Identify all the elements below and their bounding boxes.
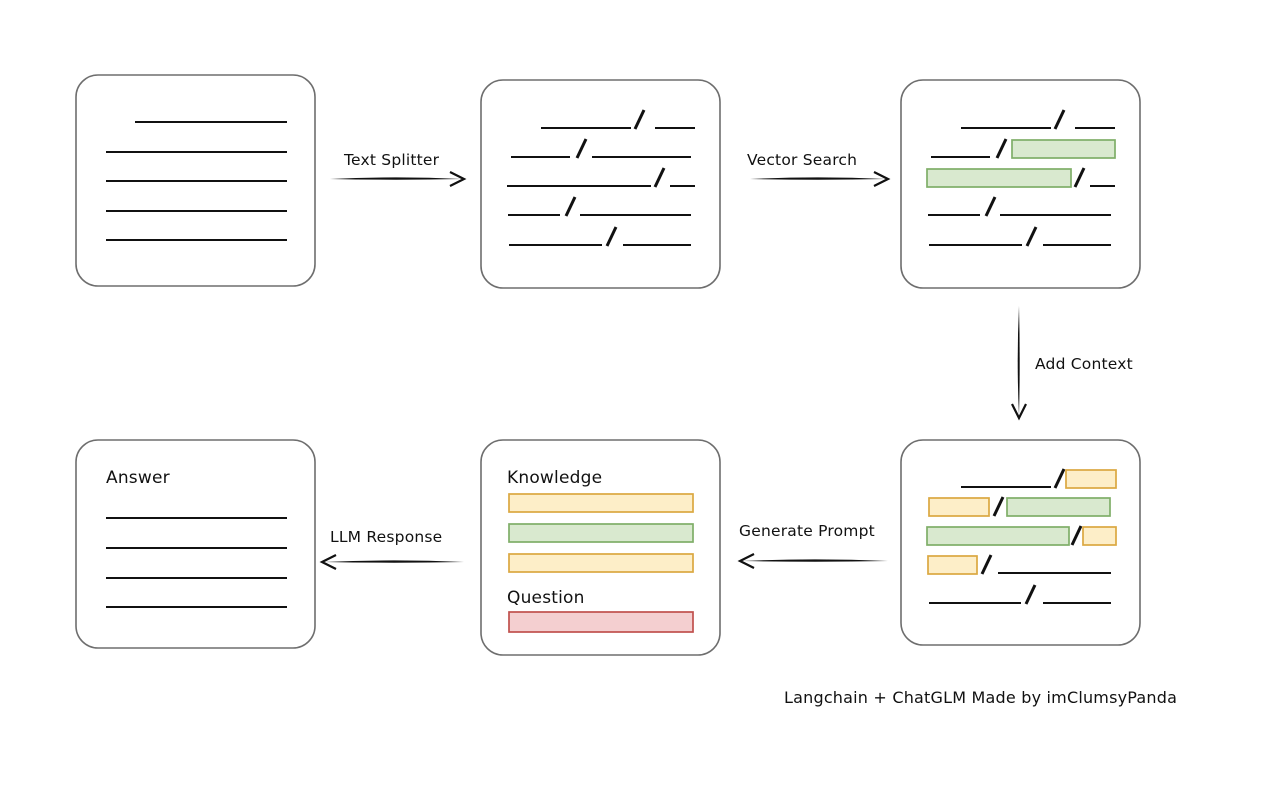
- row-split-chunks-2: [507, 167, 695, 188]
- chunk-highlight-green[interactable]: [926, 526, 1070, 546]
- prompt-bar-red-3[interactable]: [508, 611, 694, 633]
- slash-separator: [1053, 109, 1066, 130]
- chunk-highlight-green[interactable]: [926, 168, 1072, 188]
- credit-text: Langchain + ChatGLM Made by imClumsyPand…: [784, 688, 1177, 707]
- row-context-chunks-3: [927, 554, 1111, 575]
- edge-arrowhead: [319, 554, 337, 570]
- node-heading-answer-0: Answer: [106, 468, 170, 488]
- slash-separator: [653, 167, 666, 188]
- row-context-chunks-4: [929, 584, 1111, 605]
- slash-separator: [1025, 226, 1038, 247]
- slash-separator: [1073, 167, 1086, 188]
- node-box-answer[interactable]: [75, 439, 316, 649]
- chunk-highlight-yellow[interactable]: [927, 555, 978, 575]
- chunk-highlight-green[interactable]: [1011, 139, 1116, 159]
- edge-arrowhead: [1011, 403, 1027, 421]
- chunk-highlight-yellow[interactable]: [1065, 469, 1117, 489]
- row-retrieved-chunks-2: [926, 167, 1115, 188]
- node-heading-prompt-0: Knowledge: [507, 468, 602, 488]
- row-retrieved-chunks-3: [928, 196, 1111, 217]
- edge-label-llm-response: LLM Response: [330, 528, 442, 546]
- slash-separator: [633, 109, 646, 130]
- row-retrieved-chunks-4: [929, 226, 1111, 247]
- edge-line: [324, 560, 464, 563]
- edge-label-text-splitter: Text Splitter: [343, 151, 440, 169]
- node-retrieved-chunks: [900, 79, 1141, 289]
- edge-arrowhead: [873, 171, 891, 187]
- chunk-highlight-yellow[interactable]: [1082, 526, 1117, 546]
- edge-llm-response: LLM Response: [319, 528, 464, 570]
- slash-separator: [1024, 584, 1037, 605]
- node-context-chunks: [900, 439, 1141, 646]
- slash-separator: [995, 138, 1008, 159]
- row-split-chunks-4: [509, 226, 691, 247]
- slash-separator: [984, 196, 997, 217]
- row-split-chunks-3: [508, 196, 691, 217]
- edge-label-generate-prompt: Generate Prompt: [739, 522, 875, 540]
- chunk-highlight-yellow[interactable]: [928, 497, 990, 517]
- slash-separator: [1053, 468, 1066, 489]
- edge-arrowhead: [449, 171, 467, 187]
- slash-separator: [605, 226, 618, 247]
- edge-add-context: Add Context: [1011, 306, 1133, 421]
- row-split-chunks-0: [541, 109, 695, 130]
- slash-separator: [992, 496, 1005, 517]
- slash-separator: [575, 138, 588, 159]
- chunk-highlight-green[interactable]: [1006, 497, 1111, 517]
- edge-generate-prompt: Generate Prompt: [737, 522, 888, 569]
- edge-arrowhead: [737, 553, 755, 569]
- prompt-bar-green-1[interactable]: [508, 523, 694, 543]
- node-box-split-chunks[interactable]: [480, 79, 721, 289]
- edge-line: [1017, 306, 1020, 416]
- edge-line: [330, 177, 462, 180]
- slash-separator: [980, 554, 993, 575]
- prompt-bar-yellow-0[interactable]: [508, 493, 694, 513]
- row-split-chunks-1: [511, 138, 691, 159]
- node-answer: Answer: [75, 439, 316, 649]
- row-context-chunks-2: [926, 525, 1117, 546]
- edge-label-add-context: Add Context: [1035, 355, 1133, 373]
- node-split-chunks: [480, 79, 721, 289]
- prompt-bar-yellow-2[interactable]: [508, 553, 694, 573]
- edge-text-splitter: Text Splitter: [330, 151, 467, 187]
- row-retrieved-chunks-1: [931, 138, 1116, 159]
- row-context-chunks-1: [928, 496, 1111, 517]
- edge-line: [742, 559, 888, 562]
- node-source-document: [75, 74, 316, 287]
- row-context-chunks-0: [961, 468, 1117, 489]
- edge-vector-search: Vector Search: [747, 151, 891, 187]
- row-retrieved-chunks-0: [961, 109, 1115, 130]
- slash-separator: [1070, 525, 1083, 546]
- slash-separator: [564, 196, 577, 217]
- edge-label-vector-search: Vector Search: [747, 151, 857, 169]
- node-heading-prompt-1: Question: [507, 588, 585, 608]
- edge-line: [750, 177, 886, 180]
